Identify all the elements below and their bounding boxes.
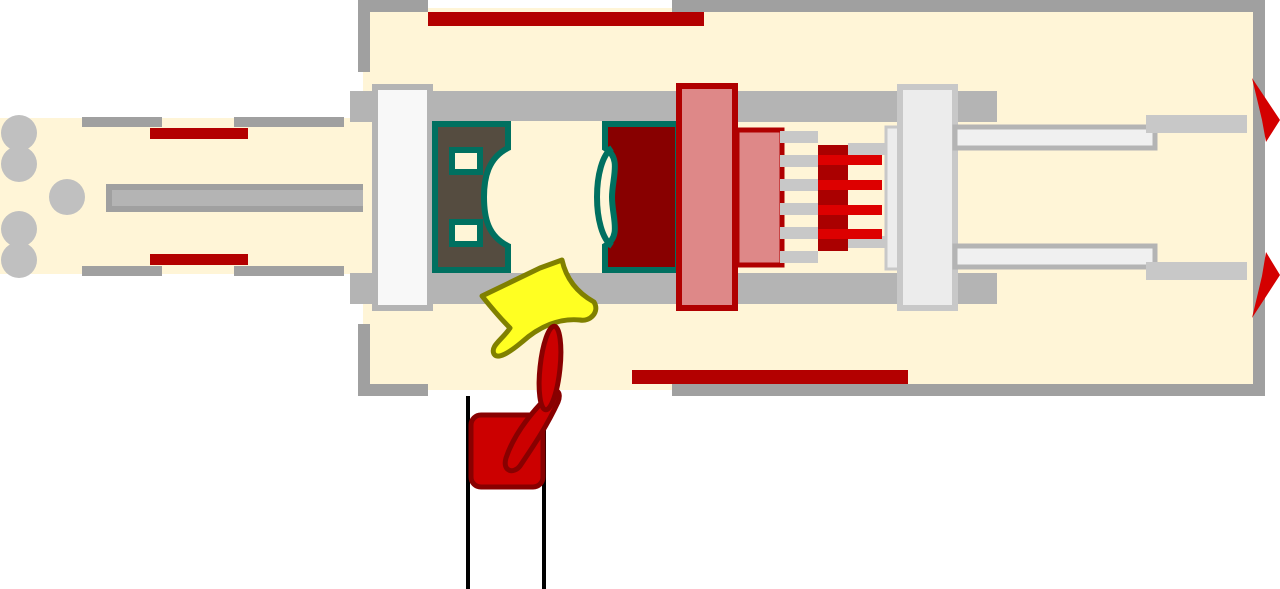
hydraulic-rod-bottom	[952, 243, 1158, 270]
pellet-icon	[1, 115, 37, 151]
rear-platen	[897, 84, 958, 311]
heater-band-icon	[632, 370, 908, 384]
pellet-icon	[1, 146, 37, 182]
ejector-pins	[780, 125, 902, 271]
tie-bars	[350, 91, 997, 304]
moving-platen	[676, 83, 738, 311]
ejector-plate	[734, 127, 785, 268]
ejector-pin-icon	[818, 155, 882, 165]
stationary-platen	[372, 84, 433, 311]
ejector-pin-icon	[818, 229, 882, 239]
rod-end-top	[1146, 115, 1247, 133]
lever-handle	[536, 323, 564, 413]
tie-bar-bottom	[350, 273, 997, 304]
pellet-icon	[1, 242, 37, 278]
heater-band-icon	[150, 254, 248, 265]
rod-end-bottom	[1146, 262, 1247, 280]
tie-bar-top	[350, 91, 997, 122]
arrow-icon	[1252, 252, 1280, 318]
hydraulic-rods	[952, 115, 1247, 280]
barrel-wall-top	[82, 117, 344, 127]
mold	[432, 121, 681, 273]
ejector-pin-icon	[818, 205, 882, 215]
heater-band-icon	[428, 12, 704, 26]
arrow-icon	[1252, 78, 1280, 142]
pellet-icon	[49, 179, 85, 215]
injection-unit	[0, 115, 378, 278]
mold-core-outline	[594, 145, 615, 249]
lever-icon	[468, 323, 564, 490]
barrel-wall-bottom	[82, 266, 344, 276]
hydraulic-rod-top	[952, 124, 1158, 151]
hopper-icon	[479, 257, 599, 359]
injection-screw	[106, 184, 378, 212]
mold-half-fixed	[432, 121, 511, 273]
ejector-pin-icon	[818, 180, 882, 190]
mold-half-moving	[602, 121, 681, 273]
heater-band-icon	[150, 128, 248, 139]
pellet-icon	[1, 211, 37, 247]
pellets	[1, 115, 85, 278]
